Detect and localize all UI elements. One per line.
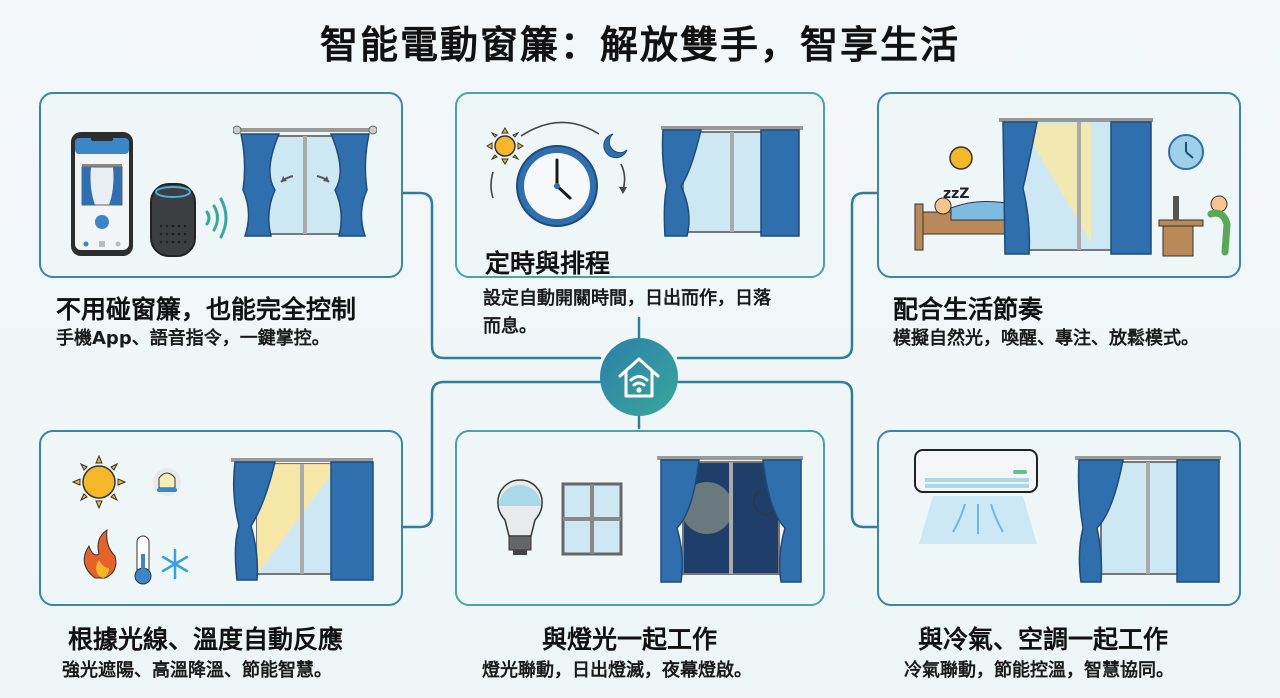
curtain-window-icon	[999, 118, 1153, 255]
feature-panel-schedule: 定時與排程	[455, 92, 825, 278]
smart-home-wifi-icon	[618, 357, 660, 398]
voice-waves-icon	[205, 197, 228, 239]
feature-heading: 與冷氣、空調一起工作	[918, 625, 1169, 654]
feature-heading: 與燈光一起工作	[542, 625, 718, 654]
sun-icon	[486, 127, 524, 165]
feature-panel-lighting	[455, 430, 825, 606]
life-rhythm-illustration: zzZ	[914, 118, 1231, 257]
curtain-window-icon	[1075, 456, 1221, 583]
feature-panel-sensor-auto	[39, 430, 403, 606]
thermometer-icon	[134, 535, 152, 585]
smart-home-hub	[600, 338, 678, 416]
snowflake-icon	[161, 548, 189, 580]
sleep-zzz: zzZ	[943, 186, 969, 202]
feature-heading: 根據光線、溫度自動反應	[68, 625, 344, 654]
night-curtain-window-icon	[657, 456, 803, 583]
flame-icon	[83, 528, 117, 579]
feature-heading: 不用碰窗簾，也能完全控制	[56, 295, 357, 324]
feature-panel-air-conditioning	[877, 430, 1241, 606]
sun-icon	[71, 454, 127, 510]
feature-panel-life-rhythm: zzZ	[877, 92, 1241, 278]
sun-clock-moon-icon	[486, 121, 628, 227]
feature-description: 燈光聯動，日出燈滅，夜幕燈啟。	[482, 660, 752, 681]
window-icon	[561, 482, 623, 556]
feature-description: 模擬自然光，喚醒、專注、放鬆模式。	[893, 328, 1199, 349]
feature-description: 手機App、語音指令，一鍵掌控。	[56, 328, 330, 349]
feature-panel-remote-control	[39, 92, 403, 278]
page-title: 智能電動窗簾：解放雙手，智享生活	[319, 23, 960, 67]
light-sensor-icon	[153, 468, 181, 496]
sun-icon	[949, 146, 973, 170]
feature-heading: 配合生活節奏	[893, 295, 1044, 324]
curtain-window-icon	[231, 458, 374, 581]
air-conditioner-icon	[914, 449, 1038, 544]
moon-icon	[603, 133, 628, 159]
wall-clock-icon	[1168, 134, 1204, 170]
feature-heading: 定時與排程	[485, 249, 611, 278]
person-at-desk-icon	[1158, 195, 1231, 257]
feature-description: 強光遮陽、高溫降溫、節能智慧。	[62, 660, 332, 681]
feature-description-line2: 而息。	[483, 316, 537, 337]
sensor-icons	[71, 454, 189, 585]
feature-description-line1: 設定自動開關時間，日出而作，日落	[483, 288, 771, 309]
light-bulb-icon	[497, 479, 543, 555]
curtain-window-icon	[661, 126, 803, 237]
curtain-window-icon	[233, 125, 377, 237]
clock-icon	[516, 145, 598, 227]
feature-description: 冷氣聯動，節能控溫，智慧協同。	[904, 660, 1174, 681]
smart-speaker-icon	[150, 183, 196, 257]
smartphone-app-icon	[71, 132, 133, 256]
